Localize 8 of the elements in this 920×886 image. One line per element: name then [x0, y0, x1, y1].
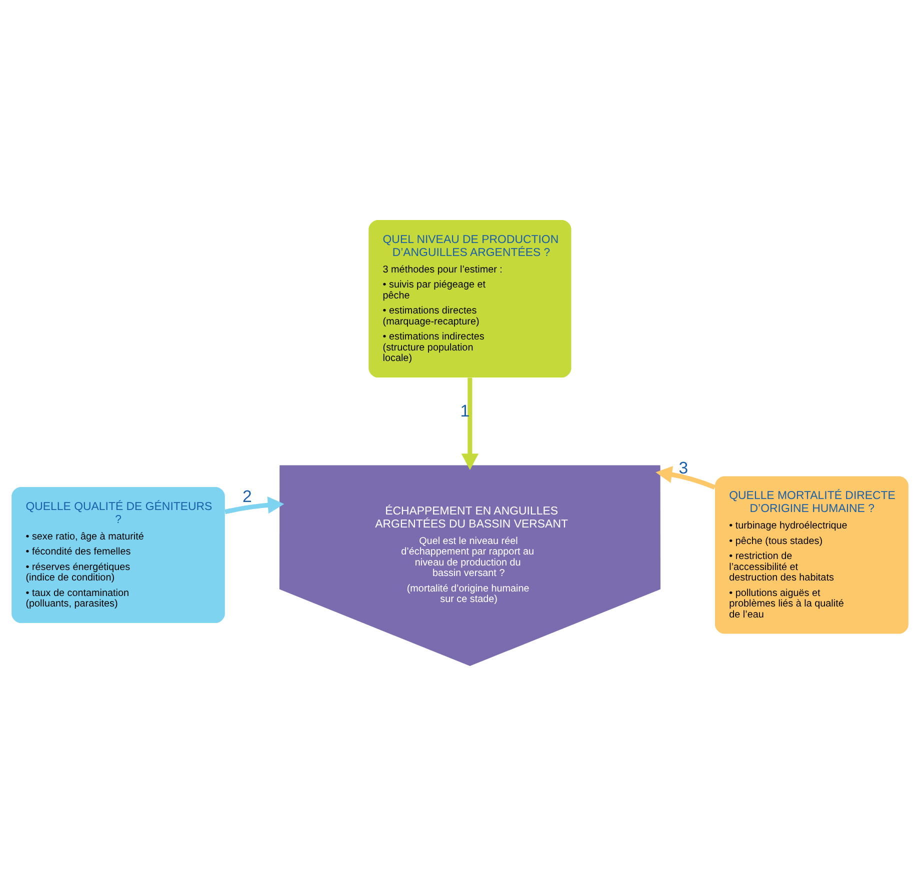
arrow: [461, 378, 479, 470]
arrow: [656, 466, 716, 490]
node-box: QUELLE QUALITÉ DE GÉNITEURS ? • sexe ratio, âge à maturité • fécondité des femelles • réserves énergétiques (indice de condition) • taux de contamination (polluants, parasites): [12, 486, 225, 624]
node-box: QUEL NIVEAU DE PRODUCTION D’ANGUILLES ARGENTÉES ? 3 méthodes pour l’estimer : • suivis par piégeage et pêche • estimations directes (marquage-recapture) • estimations indirectes (structure population locale): [368, 220, 572, 378]
arrow: [224, 496, 284, 514]
edge-label: 3: [678, 458, 688, 478]
edge-label: 2: [242, 486, 252, 506]
node-box: QUELLE MORTALITÉ DIRECTE D’ORIGINE HUMAINE ? • turbinage hydroélectrique • pêche (tous stades) • restriction de l’accessibilité et destruction des habitats • pollutions aiguës et problèmes liés à la qualité de l’eau: [714, 476, 908, 634]
